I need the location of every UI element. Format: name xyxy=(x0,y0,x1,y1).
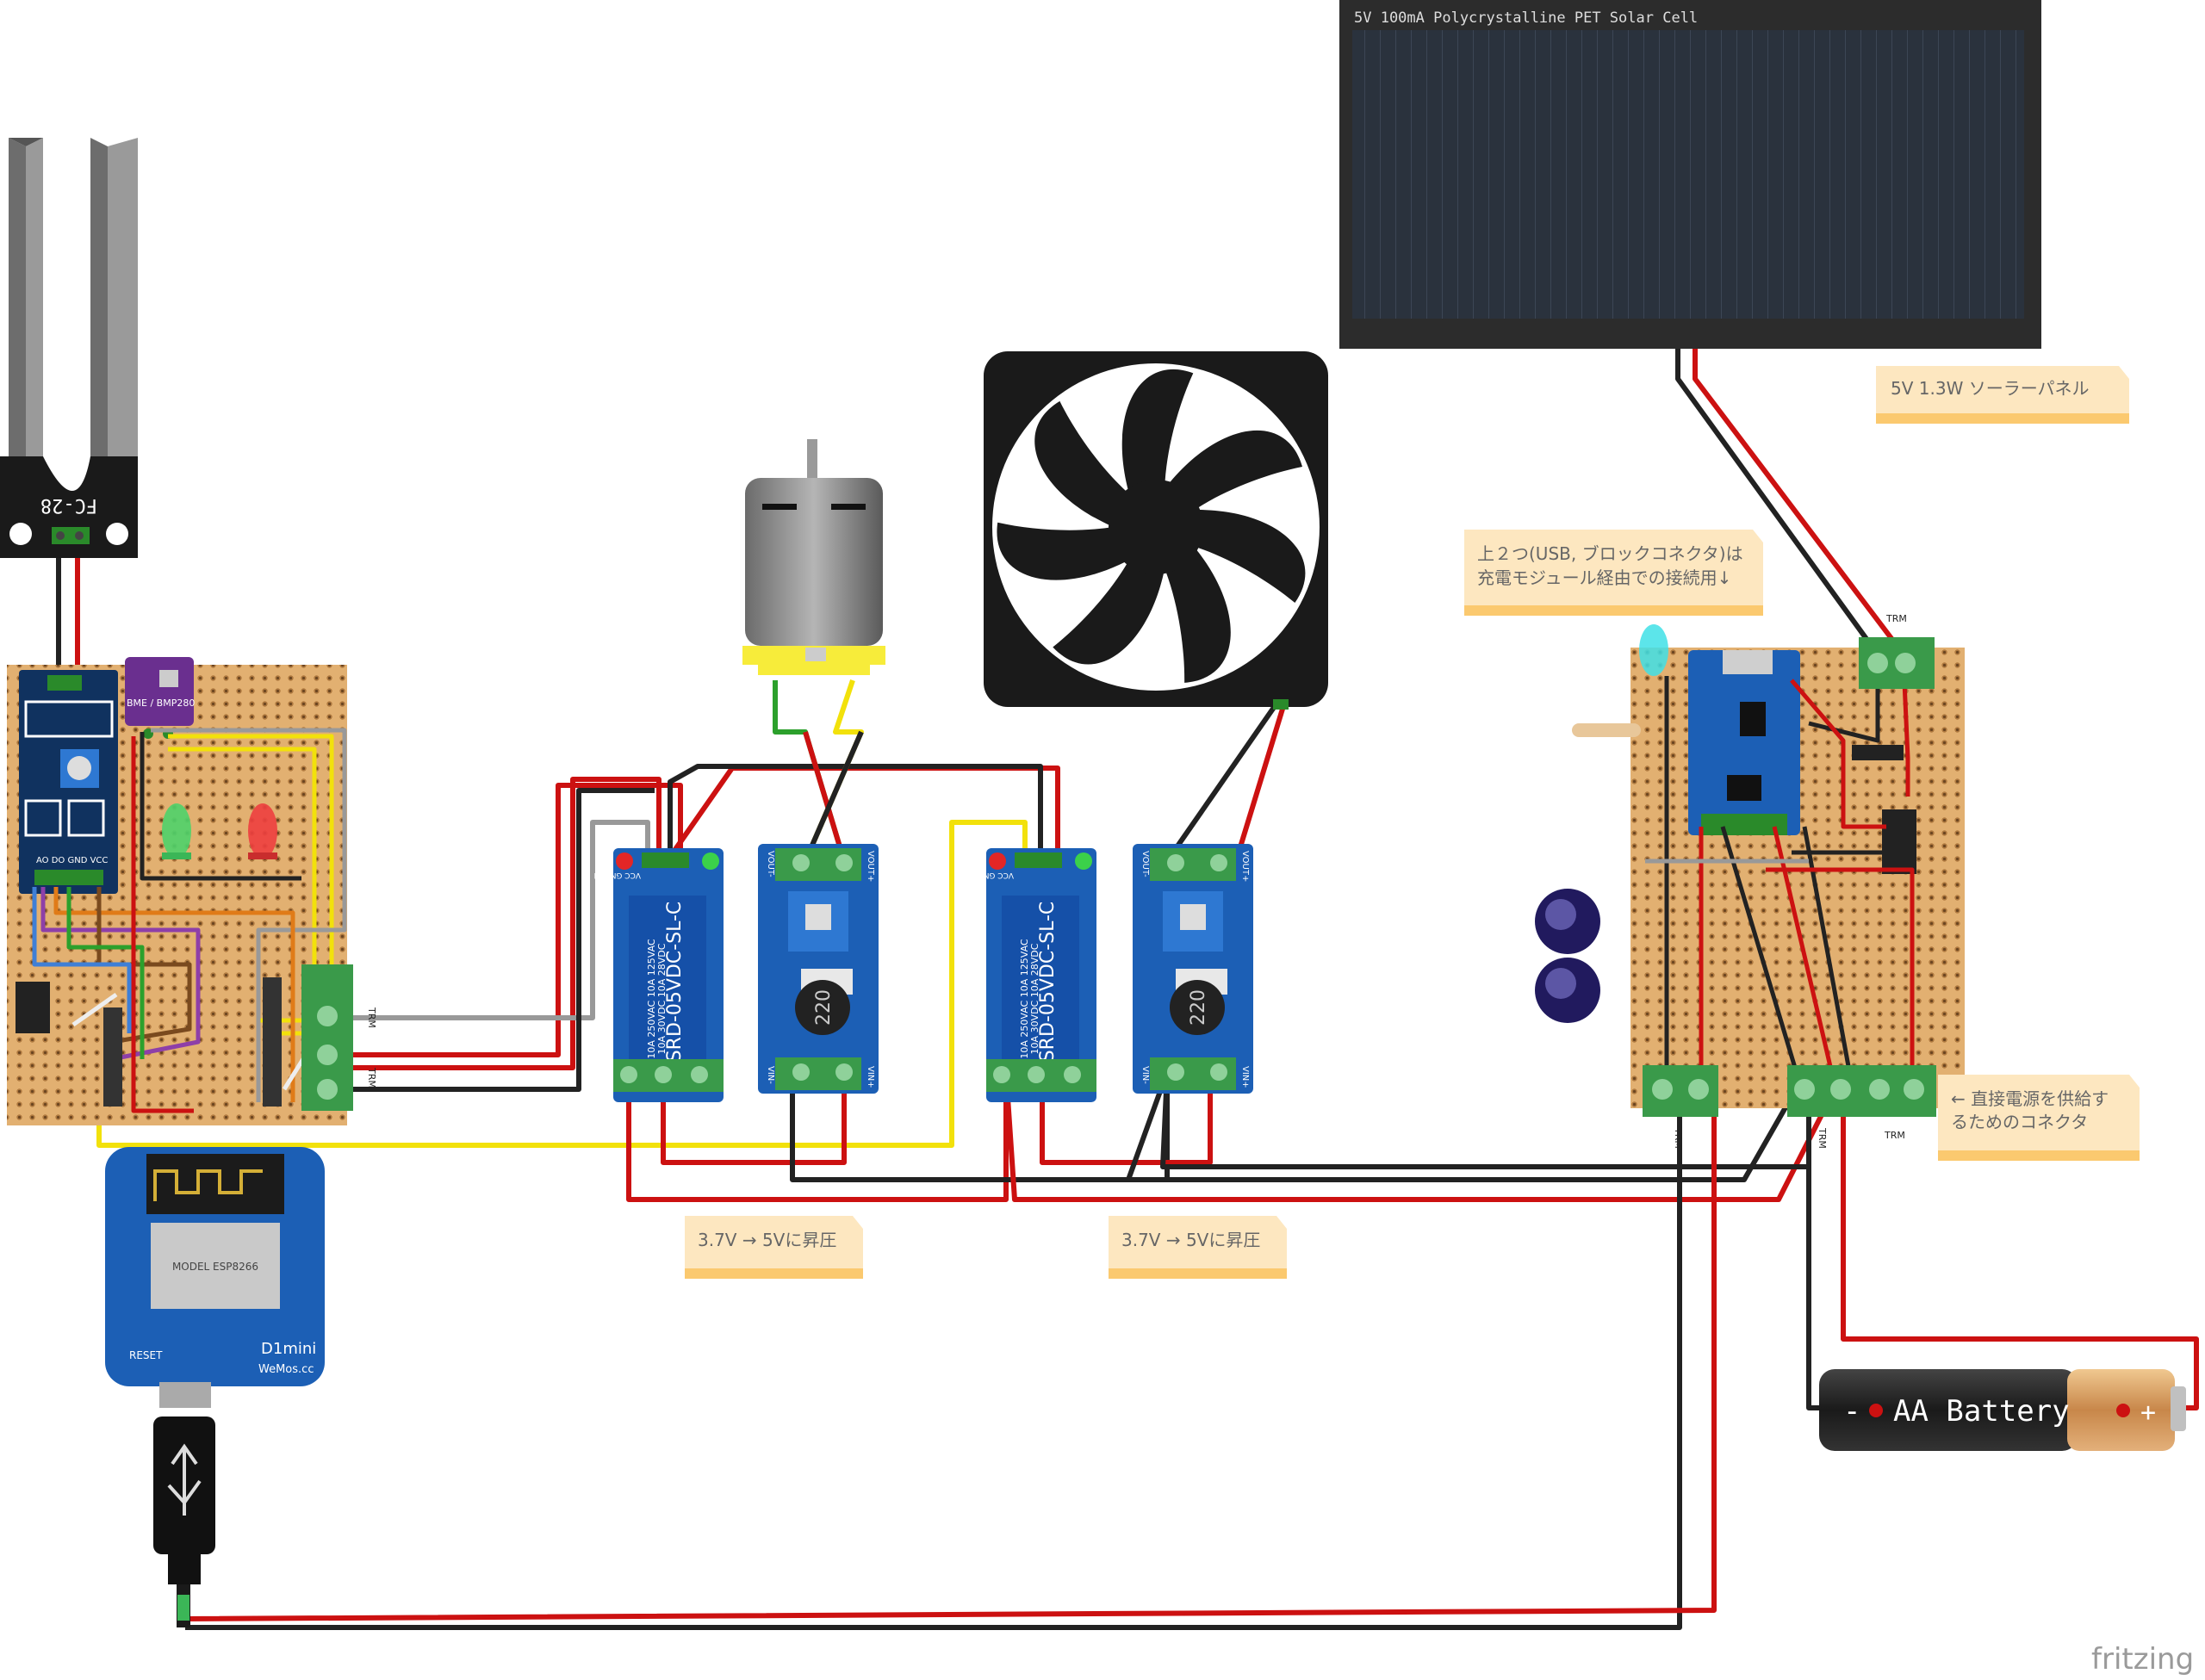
boost1-vout-plus: VOUT+ xyxy=(866,851,875,882)
terminal-label-usb: TRM xyxy=(1673,1127,1684,1149)
relay2-pins: VCC GND IN xyxy=(967,871,1014,879)
wemos-brand-label: WeMos.cc xyxy=(258,1363,314,1376)
battery-minus: - xyxy=(1843,1394,1860,1429)
relay2-text: SRD-05VDC-SL-C xyxy=(1037,902,1059,1063)
note-direct-line2: るためのコネクタ xyxy=(1951,1112,2088,1132)
wire-solar-red xyxy=(1693,349,1906,663)
boost-converter-1: VOUT- VOUT+ 220 VIN- VIN+ xyxy=(758,844,879,1094)
wire-red-bottom-1 xyxy=(626,1072,1009,1202)
note-usb-connector: 上２つ(USB, ブロックコネクタ)は 充電モジュール経由での接続用↓ xyxy=(1464,530,1763,616)
terminal-block-direct: TRM xyxy=(1860,1065,1936,1141)
note-direct-line1: ← 直接電源を供給す xyxy=(1951,1088,2109,1109)
wire-red-bottom-4 xyxy=(1040,1072,1213,1165)
wire-black-relay-link xyxy=(282,788,655,1092)
cooling-fan xyxy=(984,351,1328,710)
capacitor-1 xyxy=(1535,889,1600,954)
aa-battery: - AA Battery + xyxy=(1819,1369,2186,1451)
relay2-rating-1: 10A 250VAC 10A 125VAC xyxy=(1019,939,1030,1059)
boost2-vout-plus: VOUT+ xyxy=(1240,851,1250,882)
relay1-rating-2: 10A 30VDC 10A 28VDC xyxy=(656,943,668,1054)
wire-red-bottom-2 xyxy=(661,1072,847,1165)
wire-battery-black xyxy=(1806,1089,1822,1410)
soil-moisture-sensor: FC-28 xyxy=(0,138,138,558)
terminal-label-left-2: TRM xyxy=(366,1067,377,1088)
wemos-module-label: MODEL ESP8266 xyxy=(172,1261,258,1273)
wire-usb-black xyxy=(185,1089,1682,1630)
terminal-label-charge: TRM xyxy=(1817,1127,1828,1149)
solar-cell: 5V 100mA Polycrystalline PET Solar Cell xyxy=(1339,0,2041,349)
boost1-vout-minus: VOUT- xyxy=(766,851,775,877)
relay-module-1: VCC GND IN SRD-05VDC-SL-C 10A 250VAC 10A… xyxy=(594,848,724,1102)
wire-yellow-long xyxy=(96,820,1028,1148)
fritzing-watermark: fritzing xyxy=(2091,1642,2194,1677)
wire-gray-relay1 xyxy=(332,820,650,1020)
boost-converter-2: VOUT- VOUT+ 220 VIN- VIN+ xyxy=(1133,844,1253,1094)
terminal-block-usb: TRM xyxy=(1643,1065,1718,1149)
relay1-rating-1: 10A 250VAC 10A 125VAC xyxy=(646,939,657,1059)
wire-battery-red xyxy=(1841,1089,2199,1410)
led-green xyxy=(162,803,191,859)
capacitor-2 xyxy=(1535,958,1600,1023)
usb-cable xyxy=(153,1417,215,1627)
battery-label: AA Battery xyxy=(1893,1394,2070,1429)
wire-black-relay1 xyxy=(668,764,1043,857)
solar-cell-label: 5V 100mA Polycrystalline PET Solar Cell xyxy=(1354,9,1698,27)
note-boost-1-text: 3.7V → 5Vに昇圧 xyxy=(698,1230,836,1250)
battery-plus: + xyxy=(2140,1398,2156,1428)
boost2-vin-minus: VIN- xyxy=(1140,1066,1150,1084)
boost2-inductor: 220 xyxy=(1188,989,1209,1026)
wire-fan-red xyxy=(1233,705,1286,862)
note-usb-line1: 上２つ(USB, ブロックコネクタ)は xyxy=(1477,543,1743,564)
note-usb-line2: 充電モジュール経由での接続用↓ xyxy=(1477,567,1731,588)
relay1-pins: VCC GND IN xyxy=(594,871,641,879)
boost1-vin-minus: VIN- xyxy=(766,1066,775,1084)
wire-red-relay1-c xyxy=(284,777,662,1070)
wemos-reset-label: RESET xyxy=(129,1349,163,1361)
right-perfboard: TRM TRM TRM TRM xyxy=(1535,613,1965,1149)
sensor-label: FC-28 xyxy=(40,494,97,516)
bme-label: BME / BMP280 xyxy=(127,697,195,709)
wire-motor-red xyxy=(803,731,847,862)
terminal-block-left: TRM TRM xyxy=(301,964,377,1111)
note-boost-2-text: 3.7V → 5Vに昇圧 xyxy=(1121,1230,1260,1250)
led-red xyxy=(248,803,277,859)
relay2-rating-2: 10A 30VDC 10A 28VDC xyxy=(1029,943,1040,1054)
terminal-block-charge: TRM xyxy=(1787,1065,1863,1149)
dc-motor xyxy=(742,439,885,675)
wire-motor-black xyxy=(803,730,864,863)
relay1-text: SRD-05VDC-SL-C xyxy=(664,902,686,1063)
boost2-vout-minus: VOUT- xyxy=(1140,851,1150,877)
boost1-vin-plus: VIN+ xyxy=(866,1066,875,1088)
terminal-label-solar: TRM xyxy=(1885,613,1907,624)
wemos-d1-mini: MODEL ESP8266 RESET D1mini WeMos.cc xyxy=(105,1147,325,1408)
led-cyan xyxy=(1639,624,1668,676)
terminal-block-solar: TRM xyxy=(1859,613,1935,689)
wire-red-relay1-top xyxy=(284,783,683,1057)
terminal-label-left-1: TRM xyxy=(366,1007,377,1028)
note-boost-1: 3.7V → 5Vに昇圧 xyxy=(685,1216,863,1279)
wire-red-relay1-b xyxy=(668,766,1060,859)
left-perfboard: AO DO GND VCC BME / BMP280 xyxy=(7,657,377,1125)
note-boost-2: 3.7V → 5Vに昇圧 xyxy=(1109,1216,1287,1279)
sensor-pins-label: AO DO GND VCC xyxy=(36,856,108,865)
note-solar-panel: 5V 1.3W ソーラーパネル xyxy=(1876,366,2129,424)
wire-black-bottom-2 xyxy=(1126,1070,1798,1182)
boost1-inductor: 220 xyxy=(813,989,835,1026)
wire-usb-red xyxy=(184,1089,1717,1621)
note-direct-power: ← 直接電源を供給す るためのコネクタ xyxy=(1938,1075,2140,1161)
note-solar-panel-text: 5V 1.3W ソーラーパネル xyxy=(1891,378,2090,399)
wire-fan-black xyxy=(1165,704,1277,863)
relay-module-2: VCC GND IN SRD-05VDC-SL-C 10A 250VAC 10A… xyxy=(967,848,1096,1102)
boost2-vin-plus: VIN+ xyxy=(1240,1066,1250,1088)
wires xyxy=(56,349,2199,1630)
wemos-model-label: D1mini xyxy=(261,1340,316,1358)
terminal-label-direct: TRM xyxy=(1884,1130,1905,1141)
